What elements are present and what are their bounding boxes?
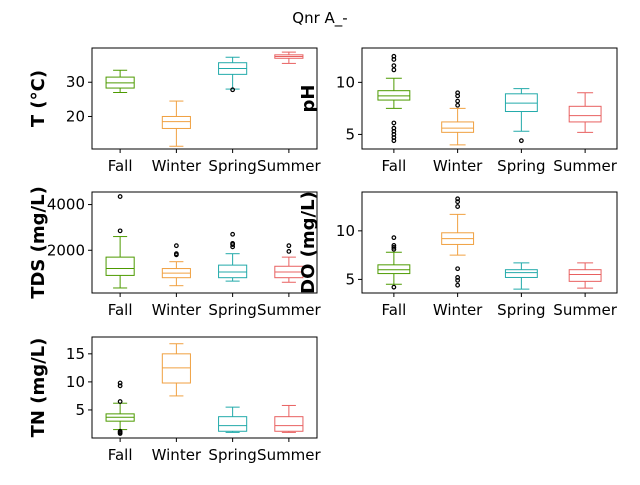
outlier-point	[173, 243, 179, 249]
outlier-point	[117, 431, 123, 436]
x-tick-label: Winter	[152, 446, 202, 464]
y-axis-label: T (°C)	[28, 70, 49, 127]
box-iqr	[218, 416, 248, 432]
axes-frame	[91, 336, 318, 439]
outlier-point	[117, 399, 123, 404]
x-tick-label: Summer	[553, 157, 617, 175]
x-tick-label: Spring	[497, 157, 545, 175]
outlier-point	[455, 199, 461, 205]
box-iqr	[568, 269, 602, 282]
outlier-point	[117, 380, 123, 386]
outlier-point	[455, 90, 461, 96]
x-tick-label: Fall	[108, 301, 133, 319]
x-tick-label: Fall	[381, 157, 406, 175]
box-iqr	[568, 105, 602, 123]
outlier-point	[518, 138, 524, 144]
outlier-point	[391, 235, 397, 241]
x-tick-label: Summer	[257, 157, 321, 175]
x-tick-label: Winter	[433, 157, 483, 175]
y-axis-label: TN (mg/L)	[28, 338, 49, 438]
axes-frame	[91, 47, 318, 150]
outlier-point	[455, 275, 461, 280]
outlier-point	[455, 196, 461, 202]
x-tick-label: Winter	[152, 301, 202, 319]
x-tick-label: Spring	[208, 301, 256, 319]
figure-suptitle: Qnr A_-	[292, 9, 347, 28]
outlier-point	[230, 231, 236, 237]
axes-frame	[361, 47, 618, 150]
outlier-point	[391, 53, 397, 59]
y-axis-label: pH	[298, 85, 319, 113]
x-tick-label: Summer	[257, 301, 321, 319]
x-tick-label: Spring	[497, 301, 545, 319]
outlier-point	[391, 138, 397, 144]
box-iqr	[441, 121, 475, 133]
outlier-point	[391, 120, 397, 126]
x-tick-label: Summer	[553, 301, 617, 319]
outlier-point	[455, 282, 461, 288]
y-tick-label: 5	[345, 270, 355, 288]
x-tick-label: Winter	[433, 301, 483, 319]
y-tick-label: 15	[66, 345, 85, 363]
y-tick-label: 20	[66, 107, 85, 125]
y-tick-label: 4000	[47, 196, 85, 214]
box-iqr	[161, 115, 191, 129]
x-tick-label: Fall	[108, 446, 133, 464]
box-iqr	[218, 264, 248, 279]
y-tick-label: 5	[75, 401, 85, 419]
box-iqr	[377, 90, 411, 101]
outlier-point	[117, 194, 123, 199]
x-tick-label: Spring	[208, 157, 256, 175]
outlier-point	[455, 277, 461, 283]
outlier-point	[455, 102, 461, 108]
y-tick-label: 2000	[47, 241, 85, 259]
box-iqr	[105, 256, 135, 276]
box-iqr	[504, 269, 538, 278]
y-axis-label: DO (mg/L)	[298, 191, 319, 294]
outlier-point	[391, 67, 397, 73]
box-iqr	[274, 416, 304, 432]
axes-frame	[91, 191, 318, 294]
y-tick-label: 10	[336, 222, 355, 240]
x-tick-label: Fall	[381, 301, 406, 319]
outlier-point	[391, 244, 397, 250]
outlier-point	[117, 228, 123, 234]
outlier-point	[391, 284, 397, 290]
outlier-point	[286, 243, 292, 249]
outlier-point	[455, 266, 461, 272]
x-tick-label: Summer	[257, 446, 321, 464]
x-tick-label: Winter	[152, 157, 202, 175]
y-tick-label: 10	[336, 73, 355, 91]
box-iqr	[504, 93, 538, 113]
outlier-point	[173, 251, 179, 257]
outlier-point	[455, 204, 461, 209]
axes-frame	[361, 191, 618, 294]
box-iqr	[161, 353, 191, 384]
outlier-point	[391, 63, 397, 69]
x-tick-label: Fall	[108, 157, 133, 175]
y-tick-label: 5	[345, 125, 355, 143]
y-tick-label: 30	[66, 73, 85, 91]
outlier-point	[230, 87, 236, 93]
y-axis-label: TDS (mg/L)	[28, 186, 49, 299]
y-tick-label: 10	[66, 373, 85, 391]
outlier-point	[455, 98, 461, 104]
x-tick-label: Spring	[208, 446, 256, 464]
outlier-point	[391, 243, 397, 248]
outlier-point	[286, 249, 292, 254]
outlier-point	[117, 383, 123, 389]
outlier-point	[230, 241, 236, 246]
